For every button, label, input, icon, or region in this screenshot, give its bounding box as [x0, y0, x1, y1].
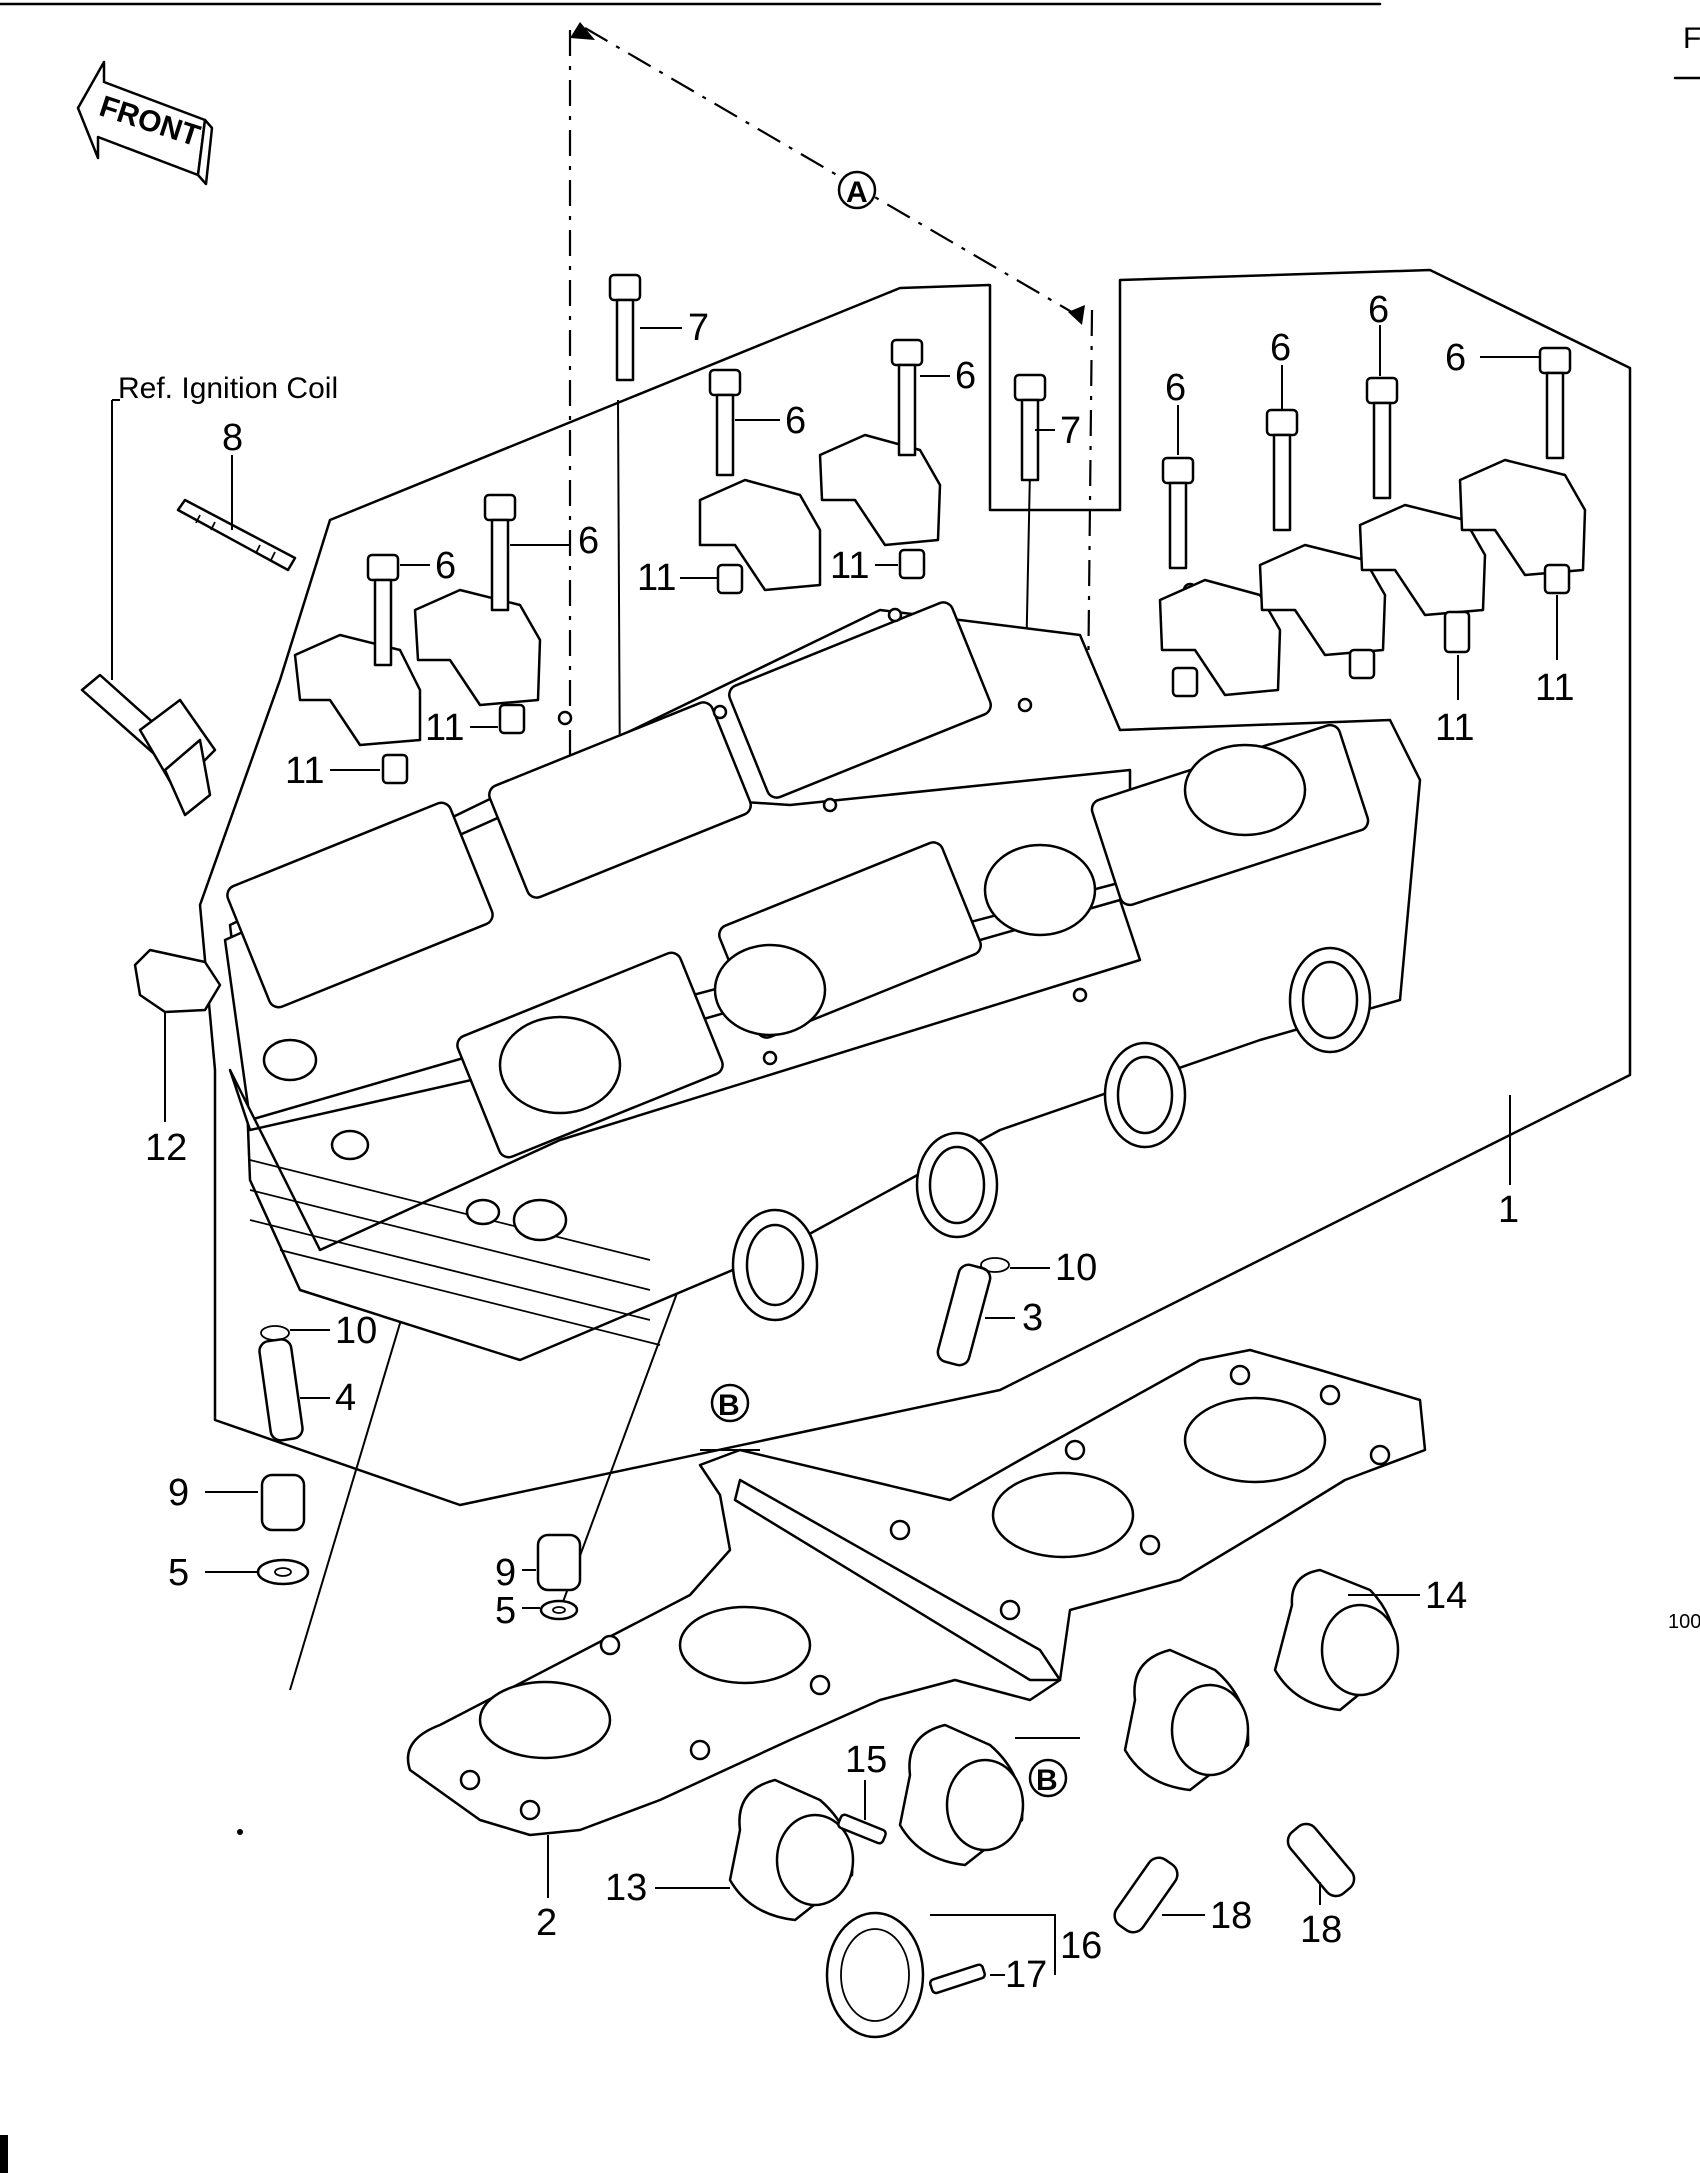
- dowel-pins: [381, 548, 1571, 785]
- callout-15: 15: [845, 1739, 887, 1781]
- side-code: 1001: [1668, 1611, 1700, 1633]
- callout-11d: 11: [830, 545, 869, 587]
- callout-4: 4: [335, 1377, 356, 1419]
- callout-5a: 5: [168, 1552, 189, 1594]
- part-12-end-cap: [133, 948, 222, 1014]
- oil-plugs: [256, 1473, 582, 1621]
- callout-2: 2: [536, 1902, 557, 1944]
- callout-9b: 9: [495, 1552, 516, 1594]
- callout-7a: 7: [688, 307, 709, 349]
- callout-18b: 18: [1300, 1909, 1342, 1951]
- intake-holders: [728, 1568, 1400, 2039]
- ref-ignition-label: Ref. Ignition Coil: [118, 372, 338, 405]
- ref-arrow-a-left: [570, 22, 595, 40]
- corner-mark: F: [1683, 22, 1700, 55]
- callout-6g: 6: [1368, 289, 1389, 331]
- callout-13: 13: [605, 1867, 647, 1909]
- callout-1: 1: [1498, 1189, 1519, 1231]
- leader-16: [930, 1914, 1056, 1975]
- callout-11b: 11: [425, 707, 464, 749]
- callout-6d: 6: [955, 355, 976, 397]
- callout-11c: 11: [637, 557, 676, 599]
- cap-bolts: [366, 273, 1572, 667]
- callout-6a: 6: [435, 545, 456, 587]
- spark-plug: [80, 673, 217, 817]
- callout-16: 16: [1060, 1925, 1102, 1967]
- ref-line-7-left: [617, 399, 621, 801]
- hoses: [1113, 1822, 1356, 1934]
- callout-10b: 10: [1055, 1247, 1097, 1289]
- head-gasket: [406, 1348, 1427, 1837]
- callout-8: 8: [222, 417, 243, 459]
- section-a-marker: [837, 170, 877, 210]
- callout-6c: 6: [785, 400, 806, 442]
- front-arrow-icon: FRONT: [76, 60, 214, 186]
- bottom-edge-mark: [0, 2135, 8, 2173]
- callout-11a: 11: [285, 750, 324, 792]
- section-a-label: A: [846, 176, 868, 209]
- callout-6b: 6: [578, 520, 599, 562]
- callout-6e: 6: [1165, 367, 1186, 409]
- clamp-screws: [837, 1813, 987, 1995]
- callout-18a: 18: [1210, 1895, 1252, 1937]
- callout-5b: 5: [495, 1590, 516, 1632]
- callout-6h: 6: [1445, 337, 1466, 379]
- section-b-label-top: B: [718, 1389, 740, 1422]
- valve-guides: [258, 1257, 1010, 1442]
- callout-17: 17: [1005, 1954, 1047, 1996]
- section-b-marker-top: [710, 1383, 750, 1423]
- section-b-label-bottom: B: [1036, 1764, 1058, 1797]
- callout-10a: 10: [335, 1310, 377, 1352]
- callout-7b: 7: [1060, 410, 1081, 452]
- callout-14: 14: [1425, 1575, 1467, 1617]
- callout-9a: 9: [168, 1472, 189, 1514]
- callout-11e: 11: [1435, 707, 1474, 749]
- section-b-marker-bottom: [1028, 1758, 1068, 1798]
- callout-3: 3: [1022, 1297, 1043, 1339]
- ref-line-a-diagonal: [584, 27, 1083, 319]
- stud-8: [176, 498, 297, 572]
- cam-caps: [293, 433, 1587, 747]
- cylinder-head: [223, 582, 1422, 1362]
- callout-11f: 11: [1535, 667, 1574, 709]
- callout-12: 12: [145, 1127, 187, 1169]
- callout-6f: 6: [1270, 327, 1291, 369]
- dot-mark: [237, 1829, 243, 1835]
- ref-arrow-a-right: [1068, 305, 1085, 325]
